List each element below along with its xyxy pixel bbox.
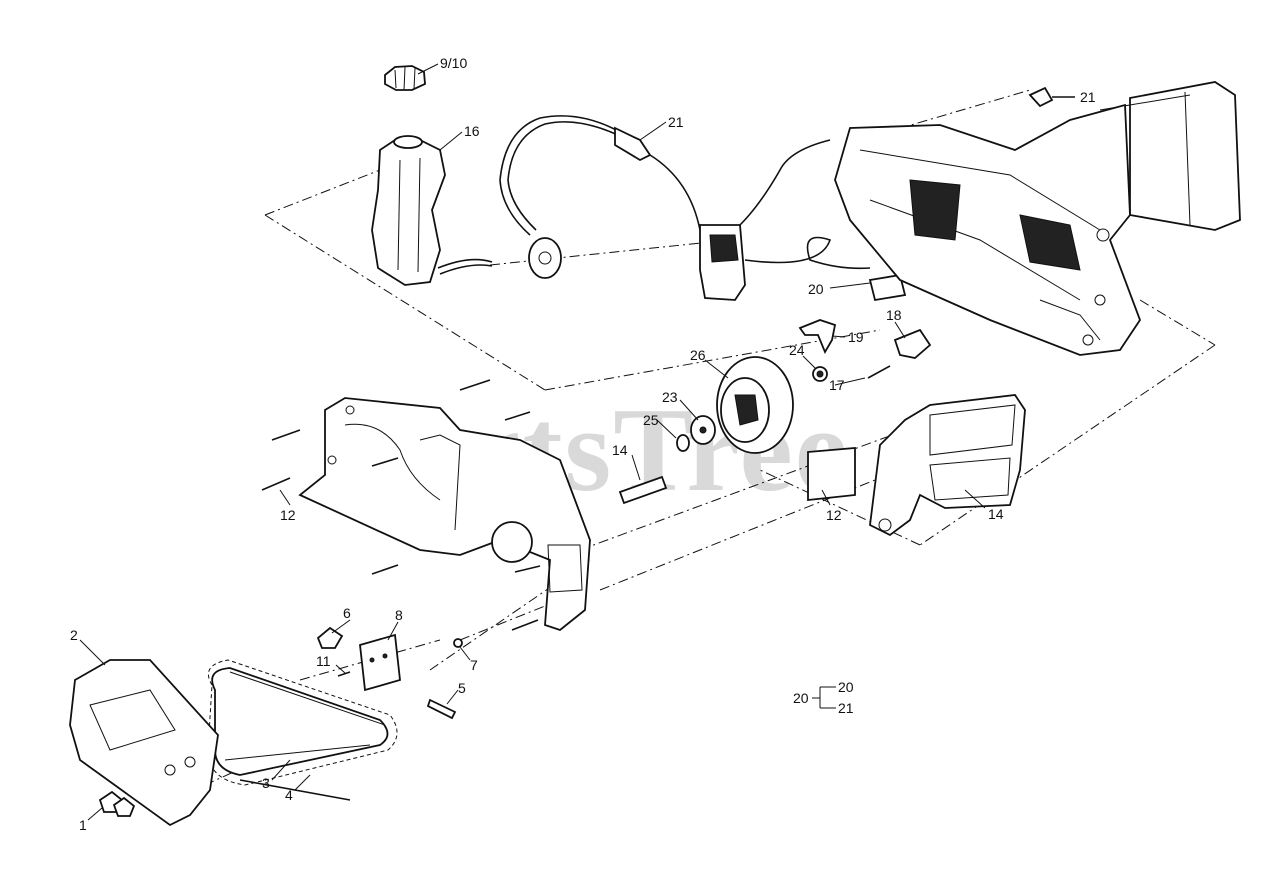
callout-18: 18 bbox=[886, 307, 902, 323]
callout-21-cord: 21 bbox=[668, 114, 684, 130]
label-plate-12 bbox=[807, 447, 856, 502]
sprocket-cover bbox=[869, 394, 1026, 537]
nuts-1 bbox=[98, 790, 136, 817]
callout-19: 19 bbox=[848, 329, 864, 345]
callout-1: 1 bbox=[79, 817, 87, 833]
callout-24: 24 bbox=[789, 342, 805, 358]
legend-kit-number: 20 bbox=[793, 690, 809, 706]
callout-26: 26 bbox=[690, 347, 706, 363]
washer-23 bbox=[690, 415, 716, 445]
ring-7 bbox=[453, 638, 463, 648]
callout-labels: 9/10 16 21 21 20 19 18 24 17 26 23 25 14… bbox=[70, 55, 1096, 833]
part-18 bbox=[893, 328, 932, 359]
motor-housing bbox=[834, 81, 1241, 356]
callout-5: 5 bbox=[458, 680, 466, 696]
callout-20: 20 bbox=[808, 281, 824, 297]
oil-tank bbox=[371, 135, 493, 286]
callout-9-10: 9/10 bbox=[440, 55, 467, 71]
callout-16: 16 bbox=[464, 123, 480, 139]
stud-14 bbox=[618, 475, 668, 505]
callout-14-stud: 14 bbox=[612, 442, 628, 458]
micro-switch bbox=[868, 273, 907, 302]
ring-25 bbox=[676, 434, 690, 452]
oil-cap bbox=[384, 65, 426, 91]
callout-12-right: 12 bbox=[826, 507, 842, 523]
legend-item-bottom: 21 bbox=[838, 700, 854, 716]
trigger-switch bbox=[699, 224, 871, 301]
callout-3: 3 bbox=[262, 775, 270, 791]
plate-8 bbox=[359, 633, 401, 692]
guide-bar-and-chain bbox=[207, 659, 398, 801]
callout-14-cover: 14 bbox=[988, 506, 1004, 522]
power-cord bbox=[499, 115, 831, 279]
bolt-5 bbox=[426, 698, 457, 720]
callout-7: 7 bbox=[470, 657, 478, 673]
kit-legend: 20 20 21 bbox=[793, 679, 854, 716]
callout-21-screw: 21 bbox=[1080, 89, 1096, 105]
callout-12-left: 12 bbox=[280, 507, 296, 523]
washer-24 bbox=[812, 366, 828, 382]
pin-17 bbox=[867, 365, 891, 379]
callout-6: 6 bbox=[343, 605, 351, 621]
callout-8: 8 bbox=[395, 607, 403, 623]
callout-4: 4 bbox=[285, 787, 293, 803]
leader-lines bbox=[79, 63, 986, 821]
legend-item-top: 20 bbox=[838, 679, 854, 695]
callout-11: 11 bbox=[316, 653, 331, 669]
nut-6 bbox=[316, 626, 344, 649]
callout-2: 2 bbox=[70, 627, 78, 643]
bar-cover-2 bbox=[69, 659, 219, 827]
callout-23: 23 bbox=[662, 389, 678, 405]
lever-19 bbox=[798, 319, 837, 355]
screws-12 bbox=[261, 379, 541, 631]
screw-21-top bbox=[1028, 86, 1075, 108]
pin-11 bbox=[337, 671, 351, 677]
callout-17: 17 bbox=[829, 377, 845, 393]
sprocket-26 bbox=[716, 356, 794, 454]
callout-25: 25 bbox=[643, 412, 659, 428]
left-housing bbox=[298, 397, 591, 632]
